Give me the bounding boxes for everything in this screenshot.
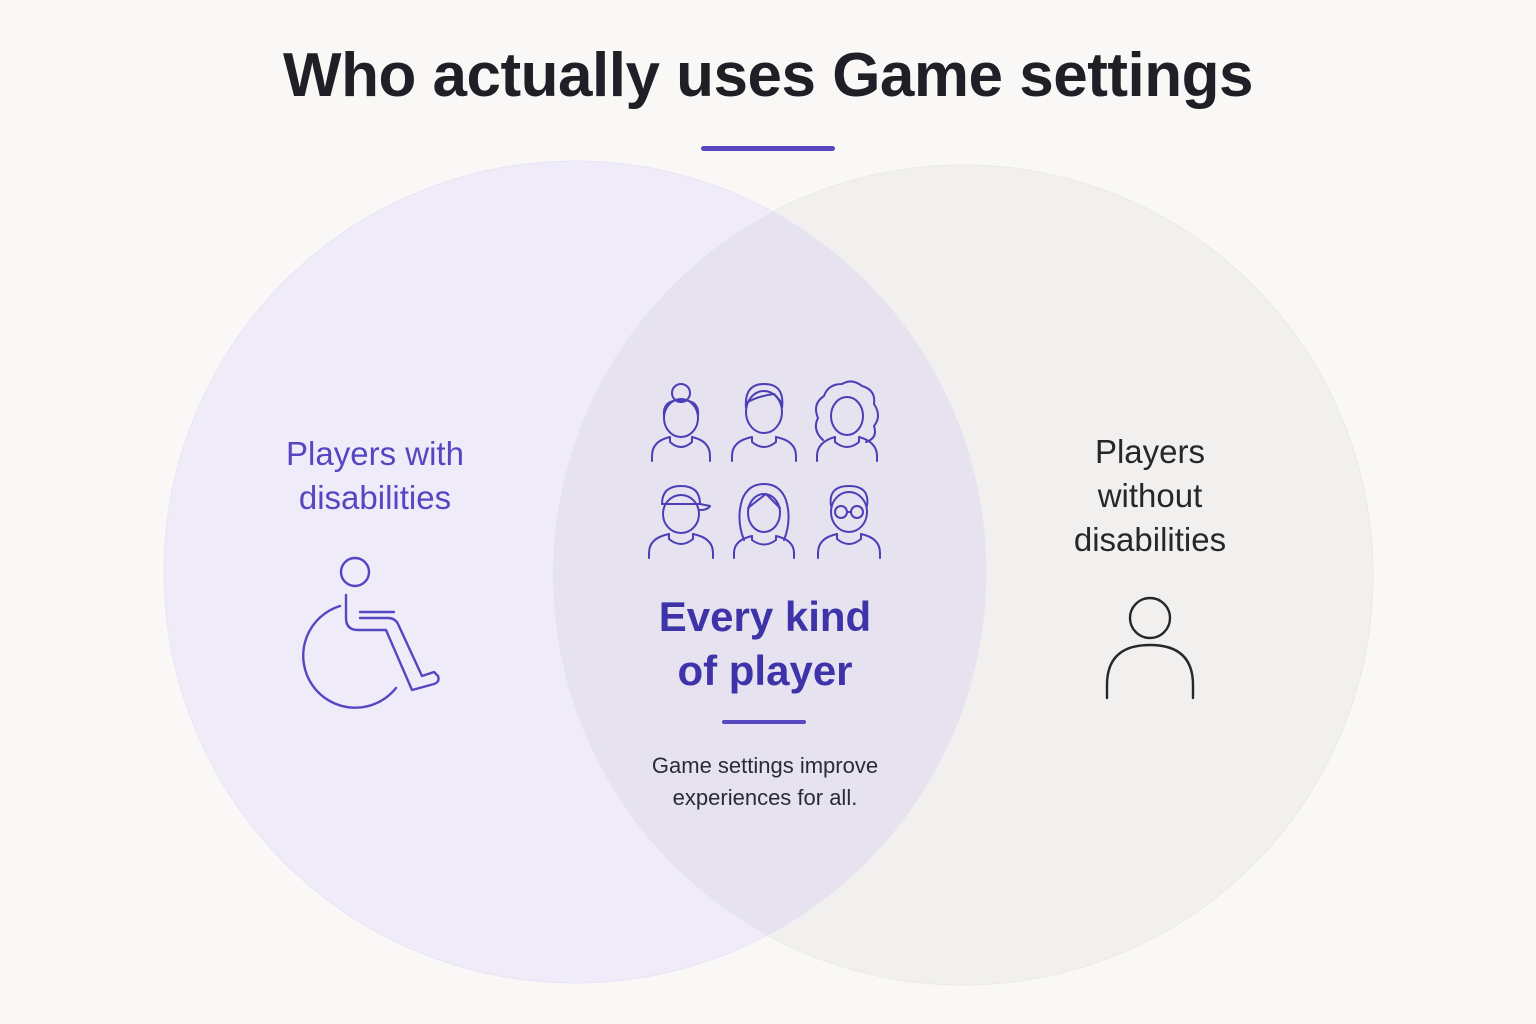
overlap-divider (722, 720, 806, 724)
player-long-hair-icon (733, 483, 795, 559)
overlap-heading-line1: Every kind (658, 593, 872, 640)
right-set-label: Players without disabilities (1020, 430, 1280, 562)
right-set-label-line3: disabilities (1073, 521, 1227, 558)
wheelchair-icon (302, 556, 440, 709)
left-set-label: Players with disabilities (240, 432, 510, 520)
left-set-label-line2: disabilities (298, 479, 452, 516)
overlap-region (553, 165, 986, 983)
player-cap-icon (648, 485, 714, 559)
right-set-label-line2: without (1097, 477, 1203, 514)
person-icon (1105, 596, 1195, 700)
title-underline (701, 146, 835, 151)
overlap-caption-line1: Game settings improve (651, 753, 879, 778)
player-glasses-icon (817, 485, 881, 559)
overlap-caption: Game settings improve experiences for al… (600, 750, 930, 814)
player-bun-hair-icon (651, 383, 711, 462)
overlap-caption-line2: experiences for all. (672, 785, 858, 810)
left-set-label-line1: Players with (286, 435, 464, 472)
overlap-heading-line2: of player (677, 647, 853, 694)
overlap-heading: Every kind of player (600, 590, 930, 698)
right-set-label-line1: Players (1094, 433, 1206, 470)
player-curly-hair-icon (814, 380, 879, 462)
page-title: Who actually uses Game settings (283, 41, 1253, 110)
player-short-hair-icon (731, 383, 797, 462)
